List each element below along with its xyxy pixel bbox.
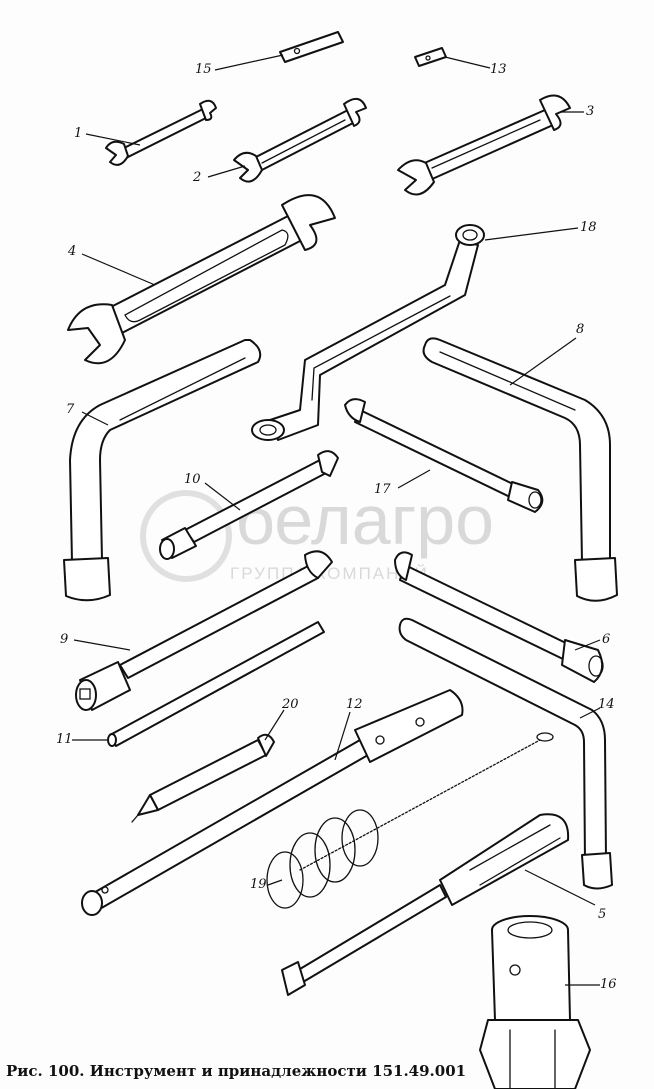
label-10: 10 (184, 472, 201, 487)
label-1: 1 (74, 126, 83, 141)
label-15: 15 (195, 62, 212, 77)
label-16: 16 (600, 977, 617, 992)
label-2: 2 (193, 170, 202, 185)
label-3: 3 (586, 104, 595, 119)
label-17: 17 (374, 482, 391, 497)
label-18: 18 (580, 220, 597, 235)
label-4: 4 (68, 244, 77, 259)
part-1-wrench (85, 99, 217, 166)
watermark-subtitle: ГРУППА КОМПАНИЙ (230, 564, 429, 583)
part-6-socket-bar (394, 551, 604, 683)
label-6: 6 (602, 632, 611, 647)
label-5: 5 (598, 907, 607, 922)
figure-caption: Рис. 100. Инструмент и принадлежности 15… (6, 1062, 467, 1080)
label-11: 11 (56, 732, 73, 747)
watermark-logo-circle (140, 490, 232, 582)
label-8: 8 (576, 322, 585, 337)
part-2-wrench (207, 97, 367, 183)
part-10-socket-bar (159, 450, 339, 560)
label-13: 13 (490, 62, 507, 77)
part-20-pen (131, 709, 285, 823)
part-9-socket-bar (73, 550, 333, 711)
part-15-plate (214, 31, 344, 71)
part-4-wrench (67, 194, 336, 365)
part-7-l-bar (63, 339, 262, 602)
part-8-l-bar (422, 337, 618, 602)
part-5-screwdriver (281, 813, 596, 996)
part-14-l-bar (398, 617, 613, 890)
label-20: 20 (282, 697, 299, 712)
part-18-ring-wrench (251, 224, 579, 441)
label-12: 12 (346, 697, 363, 712)
part-3-wrench (397, 94, 584, 196)
label-7: 7 (66, 402, 75, 417)
part-11-rod (72, 621, 325, 747)
label-19: 19 (250, 877, 267, 892)
label-14: 14 (598, 697, 615, 712)
label-9: 9 (60, 632, 69, 647)
part-13-plate (414, 47, 491, 69)
part-12-tube-bar (81, 689, 464, 916)
part-16-socket (479, 915, 600, 1089)
watermark: белагро ГРУППА КОМПАНИЙ (140, 481, 530, 600)
part-17-bar (344, 398, 544, 513)
part-19-brush (266, 732, 554, 909)
